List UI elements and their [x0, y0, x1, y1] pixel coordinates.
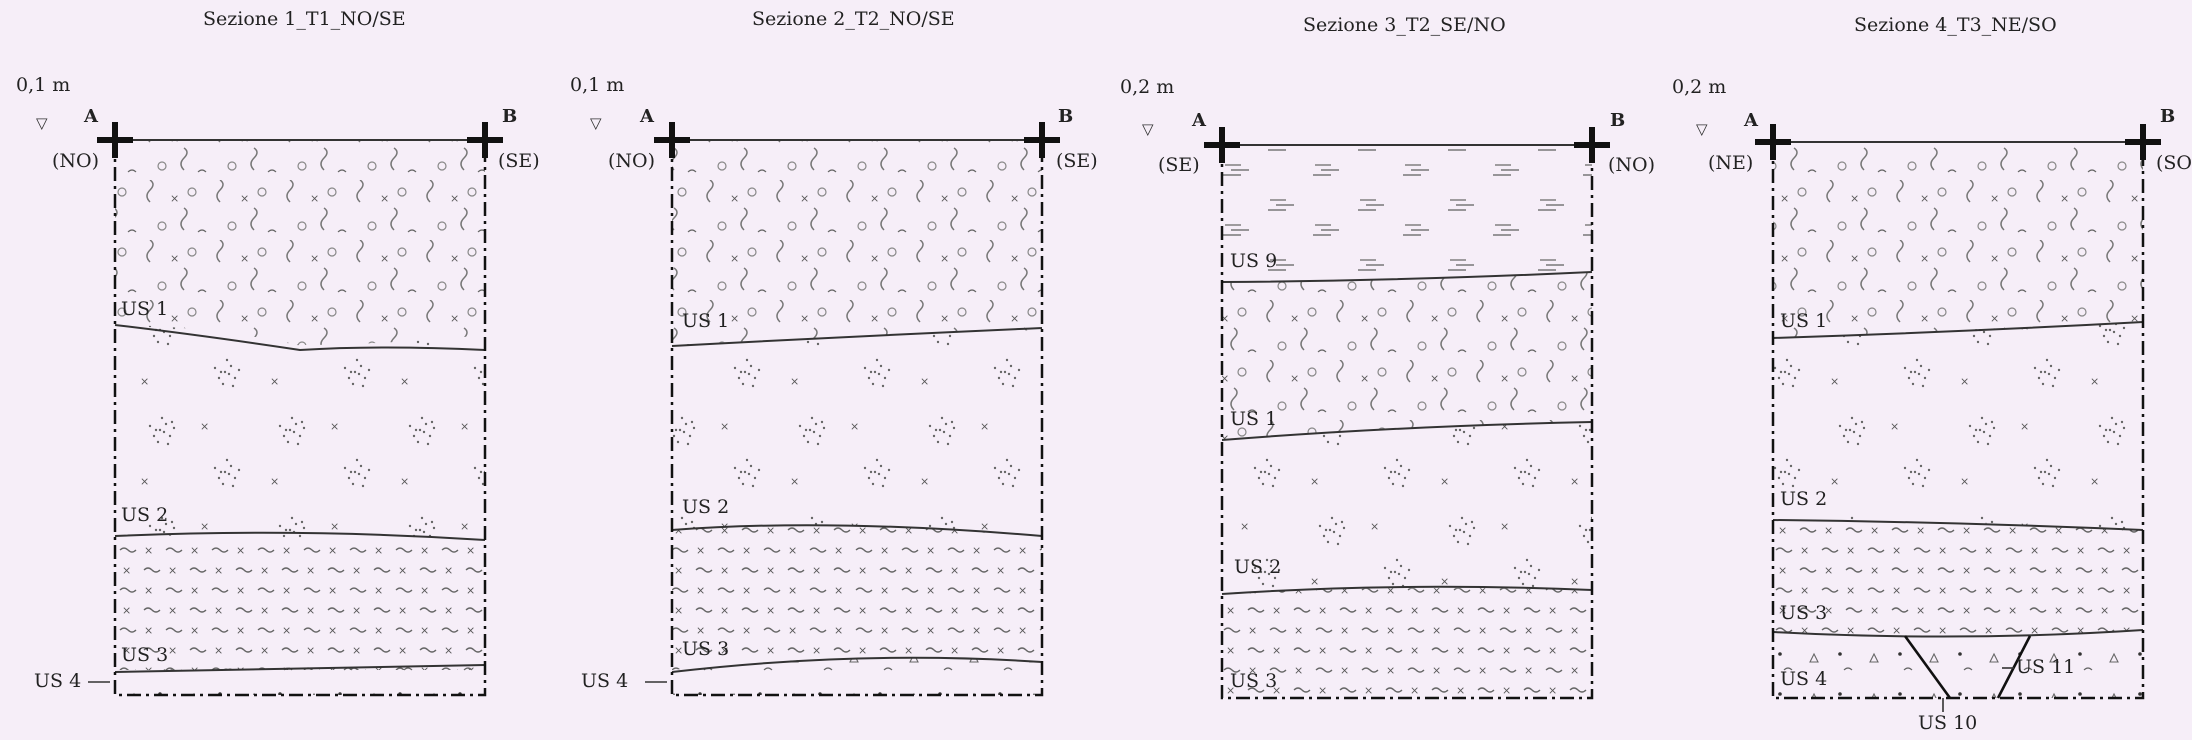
- point-b-label: B: [1058, 106, 1074, 127]
- layer-label-us9: US 9: [1230, 250, 1278, 272]
- direction-right: (SE): [1056, 150, 1098, 172]
- layer-label-us2: US 2: [1780, 488, 1828, 510]
- point-b-label: B: [2160, 106, 2176, 127]
- direction-left: (NO): [52, 150, 100, 172]
- layer-label-us3: US 3: [121, 644, 169, 666]
- depth-label: 0,1 m: [570, 74, 625, 96]
- point-b-label: B: [1610, 110, 1626, 131]
- section-title: Sezione 3_T2_SE/NO: [1303, 14, 1506, 36]
- layer-label-us1: US 1: [1780, 310, 1828, 332]
- section-title: Sezione 4_T3_NE/SO: [1854, 14, 2057, 36]
- point-a-label: A: [640, 106, 654, 127]
- section-1: Sezione 1_T1_NO/SE 0,1 m ▽ A B (NO) (SE)…: [0, 0, 540, 740]
- layer-label-us3: US 3: [1230, 670, 1278, 692]
- direction-left: (NE): [1708, 152, 1754, 174]
- depth-label: 0,2 m: [1672, 76, 1727, 98]
- direction-right: (SE): [498, 150, 540, 172]
- layer-label-us4: US 4: [1780, 668, 1828, 690]
- direction-left: (NO): [608, 150, 656, 172]
- layer-label-us1: US 1: [1230, 408, 1278, 430]
- direction-right: (SO: [2156, 152, 2192, 174]
- section-3-profile: [1204, 127, 1610, 700]
- depth-label: 0,1 m: [16, 74, 71, 96]
- layer-label-us3: US 3: [1780, 602, 1828, 624]
- layer-label-us2: US 2: [121, 504, 169, 526]
- point-a-label: A: [1744, 110, 1758, 131]
- datum-icon: ▽: [1696, 120, 1708, 138]
- layer-label-us11: US 11: [2016, 656, 2076, 678]
- direction-left: (SE): [1158, 154, 1200, 176]
- point-a-label: A: [1192, 110, 1206, 131]
- section-2-profile: [645, 122, 1060, 697]
- section-3: Sezione 3_T2_SE/NO 0,2 m ▽ A B (SE) (NO)…: [1100, 0, 1655, 740]
- layer-label-us4: US 4: [581, 670, 629, 692]
- layer-label-us10: US 10: [1918, 712, 1978, 734]
- datum-icon: ▽: [36, 114, 48, 132]
- section-1-profile: [88, 122, 503, 697]
- layer-label-us4: US 4: [34, 670, 82, 692]
- depth-label: 0,2 m: [1120, 76, 1175, 98]
- section-title: Sezione 2_T2_NO/SE: [752, 8, 955, 30]
- datum-icon: ▽: [590, 114, 602, 132]
- layer-label-us3: US 3: [682, 638, 730, 660]
- section-2: Sezione 2_T2_NO/SE 0,1 m ▽ A B (NO) (SE)…: [548, 0, 1098, 740]
- layer-label-us1: US 1: [121, 298, 169, 320]
- section-4: Sezione 4_T3_NE/SO 0,2 m ▽ A B (NE) (SO …: [1652, 0, 2192, 740]
- layer-label-us2: US 2: [1234, 556, 1282, 578]
- layer-label-us1: US 1: [682, 310, 730, 332]
- direction-right: (NO): [1608, 154, 1656, 176]
- point-a-label: A: [84, 106, 98, 127]
- layer-label-us2: US 2: [682, 496, 730, 518]
- point-b-label: B: [502, 106, 518, 127]
- datum-icon: ▽: [1142, 120, 1154, 138]
- section-title: Sezione 1_T1_NO/SE: [203, 8, 406, 30]
- section-4-profile: [1755, 124, 2161, 712]
